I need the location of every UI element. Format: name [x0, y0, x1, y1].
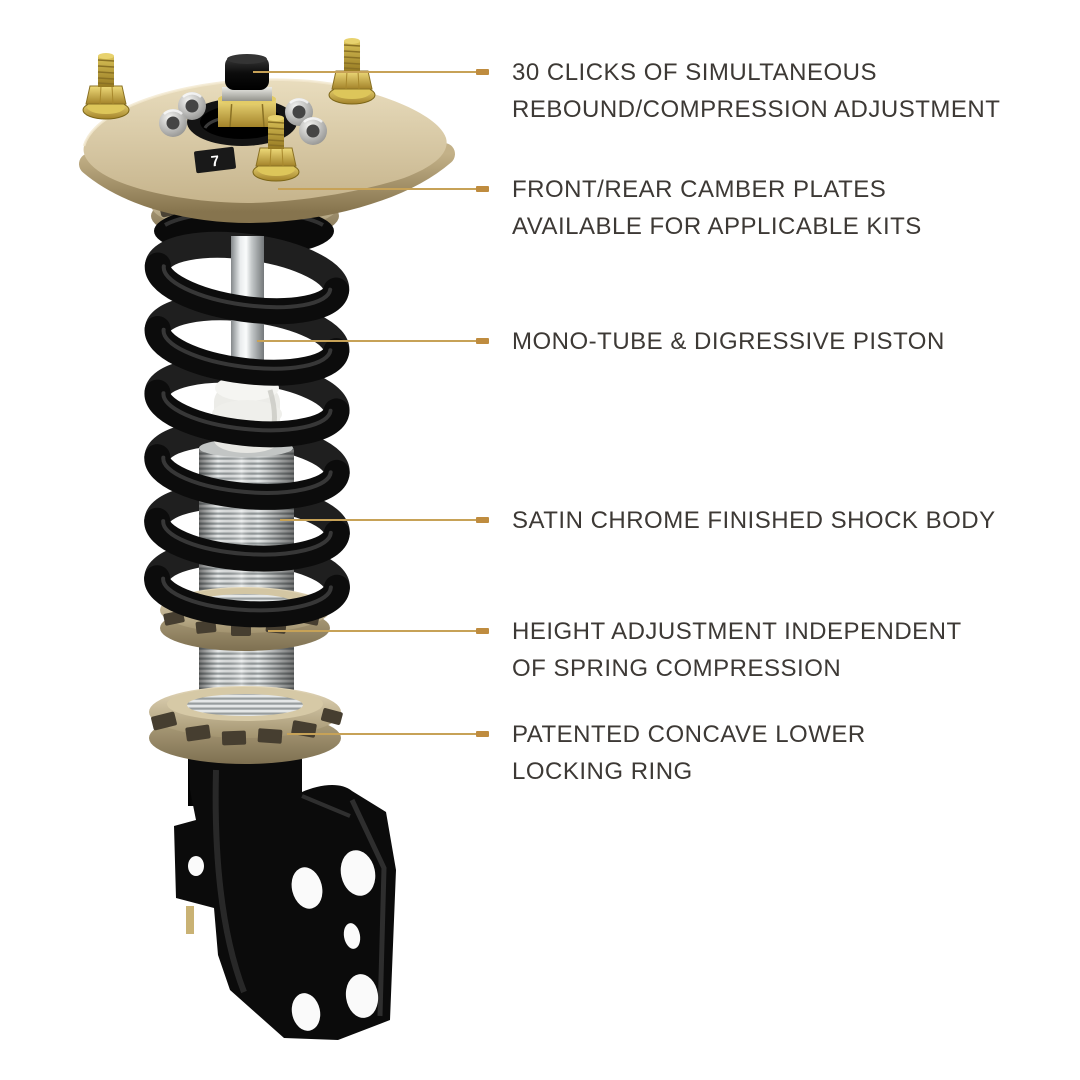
callout-line-dash	[476, 517, 489, 523]
callout-line-dash	[476, 69, 489, 75]
bracket-label-sliver	[186, 906, 194, 934]
callout-line	[280, 517, 489, 523]
bracket-hole	[291, 867, 323, 909]
callout-label: SATIN CHROME FINISHED SHOCK BODY	[512, 507, 996, 534]
gold-stud-bolt	[82, 52, 130, 120]
damping-adjustment-knob	[218, 54, 276, 128]
callout-label: FRONT/REAR CAMBER PLATES AVAILABLE FOR A…	[512, 176, 922, 240]
coil-spring	[144, 252, 350, 628]
callout-line-dash	[476, 731, 489, 737]
callout-line	[257, 338, 489, 344]
bracket-hole	[343, 923, 361, 949]
callout-label: PATENTED CONCAVE LOWER LOCKING RING	[512, 721, 866, 785]
callout-line-dash	[476, 338, 489, 344]
callout-line	[268, 628, 489, 634]
callout-line-dash	[476, 628, 489, 634]
plate-tag-text: 7	[210, 153, 220, 171]
chrome-allen-bolt	[297, 115, 329, 147]
plate-number-tag: 7	[194, 146, 236, 174]
callout-line-dash	[476, 186, 489, 192]
bracket-hole	[340, 850, 376, 896]
product-image: 7	[79, 37, 455, 1040]
callout-line	[253, 69, 489, 75]
callout-label: MONO-TUBE & DIGRESSIVE PISTON	[512, 328, 945, 355]
chrome-allen-bolt	[157, 107, 189, 139]
bracket-hole	[188, 856, 204, 876]
callout-label: 30 CLICKS OF SIMULTANEOUS REBOUND/COMPRE…	[512, 59, 1001, 123]
callout-label: HEIGHT ADJUSTMENT INDEPENDENT OF SPRING …	[512, 618, 962, 682]
callout-line	[287, 731, 489, 737]
mounting-bracket	[174, 742, 396, 1040]
bracket-hole	[345, 974, 379, 1018]
lower-locking-ring	[149, 686, 343, 764]
bracket-hole	[291, 993, 321, 1031]
callout-line	[278, 186, 489, 192]
